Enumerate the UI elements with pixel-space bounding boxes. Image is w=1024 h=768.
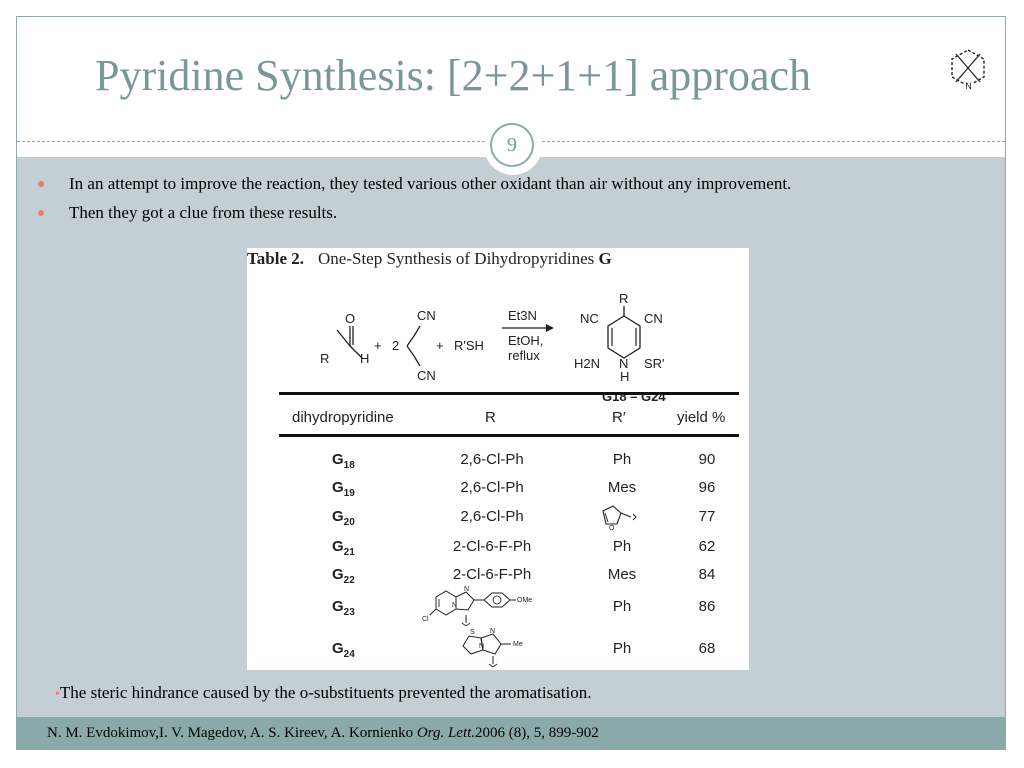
product-nc: NC: [580, 311, 599, 326]
bullet-dot: [38, 210, 44, 216]
column-header-yield: yield %: [677, 409, 726, 426]
aldehyde-r: R: [320, 351, 329, 366]
citation-authors: N. M. Evdokimov,I. V. Magedov, A. S. Kir…: [47, 725, 417, 741]
table-row-compound: G22: [332, 566, 355, 586]
table-row-compound: G21: [332, 538, 355, 558]
table-cell-r: 2-Cl-6-F-Ph: [452, 538, 532, 555]
plus-sign: +: [374, 338, 382, 353]
note-bullet: •: [55, 687, 60, 702]
table-caption: Table 2. One-Step Synthesis of Dihydropyr…: [247, 249, 626, 269]
svg-text:Me: Me: [513, 641, 523, 648]
table-row-compound: G24: [332, 640, 355, 660]
aldehyde-o: O: [345, 311, 355, 326]
product-cn: CN: [644, 311, 663, 326]
column-header-r: R: [485, 409, 496, 426]
table-cell-yield: 90: [698, 451, 716, 468]
coefficient: 2: [392, 338, 399, 353]
bullet-text: Then they got a clue from these results.: [69, 203, 338, 222]
svg-text:O: O: [609, 525, 615, 531]
table-cell-r: 2,6-Cl-Ph: [460, 479, 524, 496]
table-cell-r-prime: Mes: [607, 566, 637, 583]
results-table-image: Table 2. One-Step Synthesis of Dihydropyr…: [247, 248, 749, 670]
slide-title: Pyridine Synthesis: [2+2+1+1] approach: [95, 51, 812, 100]
table-cell-r-prime: Ph: [612, 451, 632, 468]
svg-text:N: N: [490, 628, 495, 635]
svg-text:N: N: [965, 81, 972, 91]
footer-bar: N. M. Evdokimov,I. V. Magedov, A. S. Kir…: [17, 717, 1005, 750]
table-cell-yield: 86: [698, 598, 716, 615]
citation: N. M. Evdokimov,I. V. Magedov, A. S. Kir…: [47, 725, 599, 742]
svg-text:N: N: [464, 586, 469, 593]
imidazothiazole-methyl-structure-icon: S N N Me: [462, 628, 523, 668]
page-number: 9: [490, 123, 534, 167]
table-row-compound: G19: [332, 479, 355, 499]
imidazopyridine-methoxyphenyl-structure-icon: N N Cl OMe: [422, 586, 532, 627]
cn-bottom: CN: [417, 368, 436, 383]
column-header-r-prime: R′: [612, 409, 626, 426]
table-cell-r-prime: Ph: [612, 538, 632, 555]
plus-sign: +: [436, 338, 444, 353]
cn-top: CN: [417, 308, 436, 323]
conclusion-note: •The steric hindrance caused by the o-su…: [55, 683, 591, 703]
table-row-compound: G23: [332, 598, 355, 618]
reagent-base: Et3N: [508, 308, 537, 323]
table-row-compound: G18: [332, 451, 355, 471]
page-number-badge: 9: [484, 117, 542, 175]
table-cell-r-prime: Ph: [612, 640, 632, 657]
svg-text:N: N: [452, 602, 457, 609]
product-sr: SR': [644, 356, 665, 371]
table-cell-r-prime: Ph: [612, 598, 632, 615]
svg-text:Cl: Cl: [422, 616, 429, 623]
note-text: The steric hindrance caused by the o-sub…: [59, 683, 592, 702]
svg-text:OMe: OMe: [517, 597, 532, 604]
bullet-text: In an attempt to improve the reaction, t…: [69, 174, 792, 193]
product-h2n: H2N: [574, 356, 600, 371]
table-cell-yield: 84: [698, 566, 716, 583]
table-row-compound: G20: [332, 508, 355, 528]
reagent-solvent: EtOH,: [508, 333, 543, 348]
reaction-scheme: O R H + 2 CN CN + R'SH Et3N EtOH, reflux…: [320, 291, 666, 404]
table-top-rule: [279, 392, 739, 395]
furfuryl-structure-icon: O: [602, 505, 637, 531]
table-caption-text: One-Step Synthesis of Dihydropyridines: [318, 249, 595, 268]
svg-text:S: S: [470, 629, 475, 636]
product-r: R: [619, 291, 628, 306]
product-n: N: [619, 356, 628, 371]
column-header-dihydropyridine: dihydropyridine: [292, 409, 394, 426]
table-cell-r-prime: Mes: [607, 479, 637, 496]
table-cell-yield: 68: [698, 640, 716, 657]
citation-details: 2006 (8), 5, 899-902: [475, 725, 599, 741]
table-cell-yield: 77: [698, 508, 716, 525]
aldehyde-h: H: [360, 351, 369, 366]
citation-journal: Org. Lett.: [416, 725, 476, 741]
table-cell-r: 2-Cl-6-F-Ph: [452, 566, 532, 583]
reagent-condition: reflux: [508, 348, 540, 363]
table-cell-r: 2,6-Cl-Ph: [460, 508, 524, 525]
thiol-reagent: R'SH: [454, 338, 484, 353]
table-cell-yield: 96: [698, 479, 716, 496]
product-h: H: [620, 369, 629, 384]
table-caption-compound: G: [598, 249, 612, 268]
table-cell-yield: 62: [698, 538, 716, 555]
table-header-rule: [279, 434, 739, 437]
table-cell-r: 2,6-Cl-Ph: [460, 451, 524, 468]
svg-text:N: N: [479, 643, 484, 650]
pyridine-ring-icon: N: [951, 49, 985, 91]
bullet-dot: [38, 181, 44, 187]
table-label: Table 2.: [247, 249, 305, 268]
